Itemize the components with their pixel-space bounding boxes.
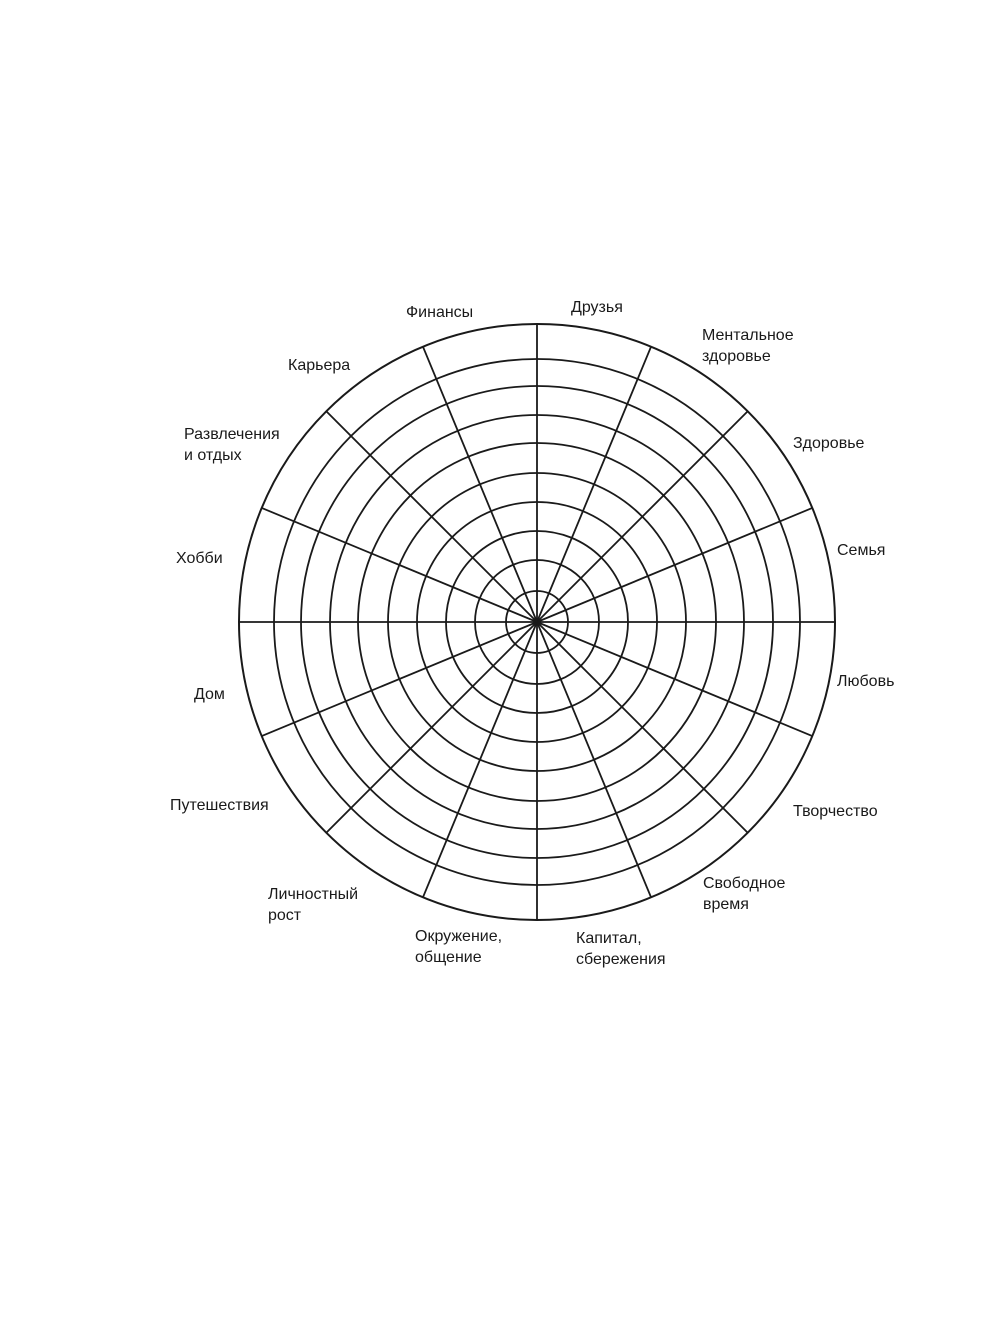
wheel-spoke bbox=[422, 346, 538, 623]
label-mental-health: Ментальное здоровье bbox=[702, 327, 794, 365]
wheel-spoke bbox=[422, 621, 538, 898]
wheel-spoke bbox=[261, 621, 538, 737]
wheel-spoke bbox=[536, 346, 652, 623]
wheel-spoke bbox=[536, 507, 813, 623]
label-free-time: Свободное время bbox=[703, 875, 786, 913]
wheel-spoke bbox=[536, 621, 749, 834]
label-creativity: Творчество bbox=[793, 803, 878, 820]
label-personal-growth: Личностный рост bbox=[268, 886, 359, 924]
wheel-spoke bbox=[536, 410, 749, 623]
wheel-spoke bbox=[536, 621, 652, 898]
label-love: Любовь bbox=[837, 673, 895, 690]
wheel-spoke bbox=[325, 410, 538, 623]
wheel-spoke bbox=[536, 621, 813, 737]
label-friends: Друзья bbox=[571, 299, 623, 316]
label-health: Здоровье bbox=[793, 435, 865, 452]
label-hobby: Хобби bbox=[176, 550, 223, 567]
label-capital: Капитал, сбережения bbox=[576, 930, 666, 968]
label-travel: Путешествия bbox=[170, 797, 269, 814]
wheel-spoke bbox=[261, 507, 538, 623]
wheel-spoke bbox=[325, 621, 538, 834]
label-career: Карьера bbox=[288, 357, 351, 374]
label-home: Дом bbox=[194, 686, 225, 703]
label-family: Семья bbox=[837, 542, 886, 559]
label-leisure: Развлечения и отдых bbox=[184, 426, 280, 464]
label-environment: Окружение, общение bbox=[415, 928, 503, 966]
label-finance: Финансы bbox=[406, 304, 474, 321]
